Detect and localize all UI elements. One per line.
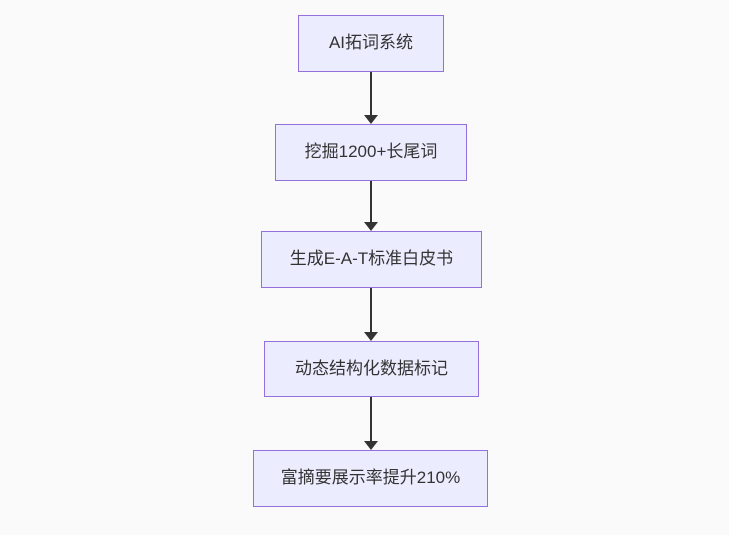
flow-node-label: 富摘要展示率提升210% xyxy=(280,468,461,488)
flow-arrow-2 xyxy=(364,181,378,231)
flow-node-label: AI拓词系统 xyxy=(328,33,414,53)
flow-node-rich-snippet-result: 富摘要展示率提升210% xyxy=(253,450,488,507)
flow-node-label: 生成E-A-T标准白皮书 xyxy=(289,249,454,269)
flow-node-ai-keyword-system: AI拓词系统 xyxy=(298,15,444,72)
arrowhead-down-icon xyxy=(364,332,378,341)
flow-node-structured-data-markup: 动态结构化数据标记 xyxy=(264,341,479,397)
flow-arrow-3 xyxy=(364,288,378,341)
flow-node-eat-whitepaper: 生成E-A-T标准白皮书 xyxy=(261,231,482,288)
flow-node-label: 动态结构化数据标记 xyxy=(295,358,448,378)
arrow-line xyxy=(370,288,372,333)
arrowhead-down-icon xyxy=(364,441,378,450)
arrowhead-down-icon xyxy=(364,222,378,231)
flow-node-longtail-mining: 挖掘1200+长尾词 xyxy=(275,124,467,181)
flow-node-label: 挖掘1200+长尾词 xyxy=(304,142,438,162)
arrowhead-down-icon xyxy=(364,115,378,124)
flow-arrow-1 xyxy=(364,72,378,124)
arrow-line xyxy=(370,397,372,442)
arrow-line xyxy=(370,181,372,223)
arrow-line xyxy=(370,72,372,116)
flow-arrow-4 xyxy=(364,397,378,450)
